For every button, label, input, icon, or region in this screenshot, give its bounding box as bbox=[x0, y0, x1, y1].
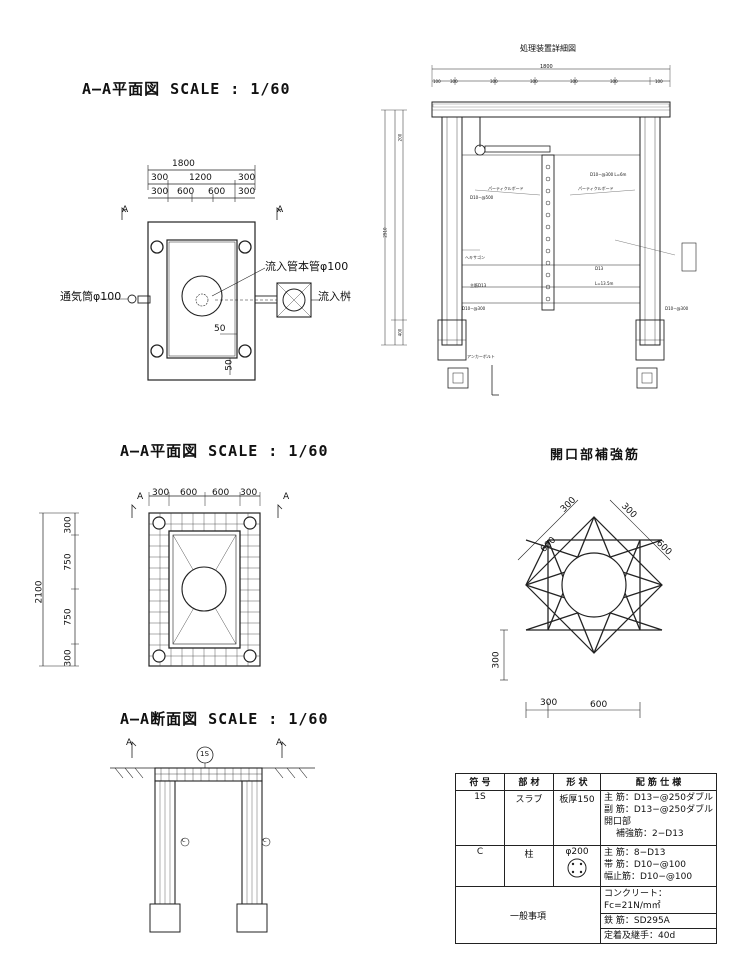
column-section-icon bbox=[567, 858, 587, 878]
plan1-dim-e: 600 bbox=[177, 187, 195, 197]
section-label-col-left: C bbox=[182, 838, 186, 844]
detail-dim-top: 1800 bbox=[540, 64, 553, 70]
table-row: 一般事項 コンクリート：Fc=21N/m㎡ 鉄 筋：SD295A 定着及継手：4… bbox=[455, 886, 717, 944]
detail-note-left-2: ヘキサゴン bbox=[465, 255, 485, 260]
spec-header-row: 符 号 部 材 形 状 配 筋 仕 様 bbox=[455, 773, 717, 791]
plan1-dim-a: 300 bbox=[151, 173, 169, 183]
detail-label-anchor: アンカーボルト bbox=[467, 354, 495, 359]
spec-table: 符 号 部 材 形 状 配 筋 仕 様 1S スラブ 板厚150 主 筋：D13… bbox=[455, 773, 717, 944]
opening-drawing bbox=[500, 499, 671, 718]
spec-line: 副 筋：D13−@250ダブル bbox=[604, 805, 713, 815]
plan1-label-vent: 通気筒φ100 bbox=[60, 290, 122, 303]
plan1-dim-d: 300 bbox=[151, 187, 169, 197]
plan2-dim-total: 2100 bbox=[34, 580, 45, 604]
spec-specs: 主 筋：D13−@250ダブル 副 筋：D13−@250ダブル 開口部 補強筋：… bbox=[600, 790, 717, 846]
plan1-dim-b: 1200 bbox=[189, 173, 212, 183]
spec-general-line: 鉄 筋：SD295A bbox=[601, 914, 716, 929]
spec-general-line: コンクリート：Fc=21N/m㎡ bbox=[601, 887, 716, 914]
section-title: A—A断面図 SCALE : 1/60 bbox=[120, 710, 329, 728]
spec-header-code: 符 号 bbox=[455, 773, 505, 791]
detail-note-right-3: L=13.5m bbox=[595, 281, 614, 286]
plan2-dim-side-0: 300 bbox=[63, 516, 74, 534]
section-marker-right: A bbox=[276, 738, 283, 748]
plan1-dim-c: 300 bbox=[238, 173, 256, 183]
detail-note-right-2: D13 bbox=[595, 266, 604, 271]
detail-title: 処理装置詳細図 bbox=[520, 44, 576, 53]
detail-dim-row-3: 300 bbox=[530, 79, 538, 84]
plan2-dim-top-1: 600 bbox=[180, 488, 198, 498]
detail-note-left-0: D10−@500 bbox=[470, 195, 494, 200]
spec-member: スラブ bbox=[504, 790, 554, 846]
detail-note-left-1: パーティクルボード bbox=[488, 186, 524, 191]
plan1-dim-total: 1800 bbox=[172, 159, 195, 169]
plan1-dim-g: 300 bbox=[238, 187, 256, 197]
plan1-title: A—A平面図 SCALE : 1/60 bbox=[82, 80, 291, 98]
detail-dim-row-5: 300 bbox=[610, 79, 618, 84]
detail-dim-left-total: 2510 bbox=[382, 227, 388, 238]
spec-line: 主 筋：D13−@250ダブル bbox=[604, 793, 713, 803]
spec-member: 柱 bbox=[504, 845, 554, 887]
plan1-drawing bbox=[100, 165, 320, 381]
plan2-drawing bbox=[39, 492, 283, 667]
detail-note-right-4: D10−@300 bbox=[665, 306, 689, 311]
plan2-dim-top-3: 300 bbox=[240, 488, 258, 498]
opening-dim-bottom-1: 600 bbox=[590, 700, 608, 710]
table-row: 1S スラブ 板厚150 主 筋：D13−@250ダブル 副 筋：D13−@25… bbox=[455, 790, 717, 846]
plan1-label-inflow-pipe: 流入管本管φ100 bbox=[265, 260, 349, 273]
detail-dim-row-2: 300 bbox=[490, 79, 498, 84]
spec-header-shape: 形 状 bbox=[553, 773, 601, 791]
spec-specs: 主 筋：8−D13 帯 筋：D10−@100 幅止筋：D10−@100 bbox=[600, 845, 717, 887]
spec-code: C bbox=[455, 845, 505, 887]
spec-shape-text: φ200 bbox=[565, 847, 589, 857]
detail-dim-row-1: 300 bbox=[450, 79, 458, 84]
section-label-slab: 1S bbox=[200, 750, 209, 758]
section-marker-left: A bbox=[126, 738, 133, 748]
opening-title: 開口部補強筋 bbox=[550, 448, 641, 463]
section-drawing bbox=[110, 741, 315, 933]
spec-line: 幅止筋：D10−@100 bbox=[604, 872, 693, 882]
plan1-dim-f: 600 bbox=[208, 187, 226, 197]
spec-line: 開口部 bbox=[604, 817, 632, 827]
plan2-dim-side-1: 750 bbox=[63, 553, 74, 571]
plan2-marker-left: A bbox=[137, 492, 144, 502]
spec-header-specs: 配 筋 仕 様 bbox=[600, 773, 717, 791]
section-label-col-right: C bbox=[263, 838, 267, 844]
plan1-label-inflow-box: 流入桝 bbox=[318, 290, 351, 303]
spec-line: 帯 筋：D10−@100 bbox=[604, 860, 686, 870]
spec-general-label: 一般事項 bbox=[455, 886, 601, 944]
spec-line: 主 筋：8−D13 bbox=[604, 848, 666, 858]
detail-note-right-0: D10−@300 L=6m bbox=[590, 172, 627, 177]
spec-header-member: 部 材 bbox=[504, 773, 554, 791]
spec-shape: 板厚150 bbox=[553, 790, 601, 846]
detail-note-left-3: 主筋D13 bbox=[470, 283, 487, 288]
plan1-marker-left: A bbox=[122, 205, 129, 215]
detail-note-left-4: D10−@300 bbox=[462, 306, 486, 311]
opening-dim-side: 300 bbox=[491, 651, 502, 669]
detail-note-right-1: パーティクルボード bbox=[578, 186, 614, 191]
plan1-marker-right: A bbox=[277, 205, 284, 215]
spec-general: コンクリート：Fc=21N/m㎡ 鉄 筋：SD295A 定着及継手：40d bbox=[600, 886, 717, 944]
plan2-marker-right: A bbox=[283, 492, 290, 502]
plan2-dim-top-0: 300 bbox=[152, 488, 170, 498]
spec-general-line: 定着及継手：40d bbox=[604, 931, 676, 941]
detail-dim-row-0: 100 bbox=[433, 79, 441, 84]
plan2-dim-side-2: 750 bbox=[63, 608, 74, 626]
detail-dim-left-0: 200 bbox=[397, 133, 403, 142]
plan2-dim-side-3: 300 bbox=[63, 649, 74, 667]
table-row: C 柱 φ200 主 筋：8−D13 帯 筋：D10−@100 幅止筋：D10−… bbox=[455, 845, 717, 887]
detail-dim-row-6: 100 bbox=[655, 79, 663, 84]
spec-shape: φ200 bbox=[553, 845, 601, 887]
spec-line: 補強筋：2−D13 bbox=[616, 829, 684, 839]
plan1-dim-50b: 50 bbox=[224, 359, 235, 371]
plan1-dim-50a: 50 bbox=[214, 324, 226, 334]
spec-code: 1S bbox=[455, 790, 505, 846]
plan2-dim-top-2: 600 bbox=[212, 488, 230, 498]
detail-dim-left-1: 400 bbox=[397, 328, 403, 337]
detail-drawing bbox=[381, 65, 697, 396]
detail-dim-row-4: 300 bbox=[570, 79, 578, 84]
plan2-title: A—A平面図 SCALE : 1/60 bbox=[120, 442, 329, 460]
opening-dim-bottom-0: 300 bbox=[540, 698, 558, 708]
